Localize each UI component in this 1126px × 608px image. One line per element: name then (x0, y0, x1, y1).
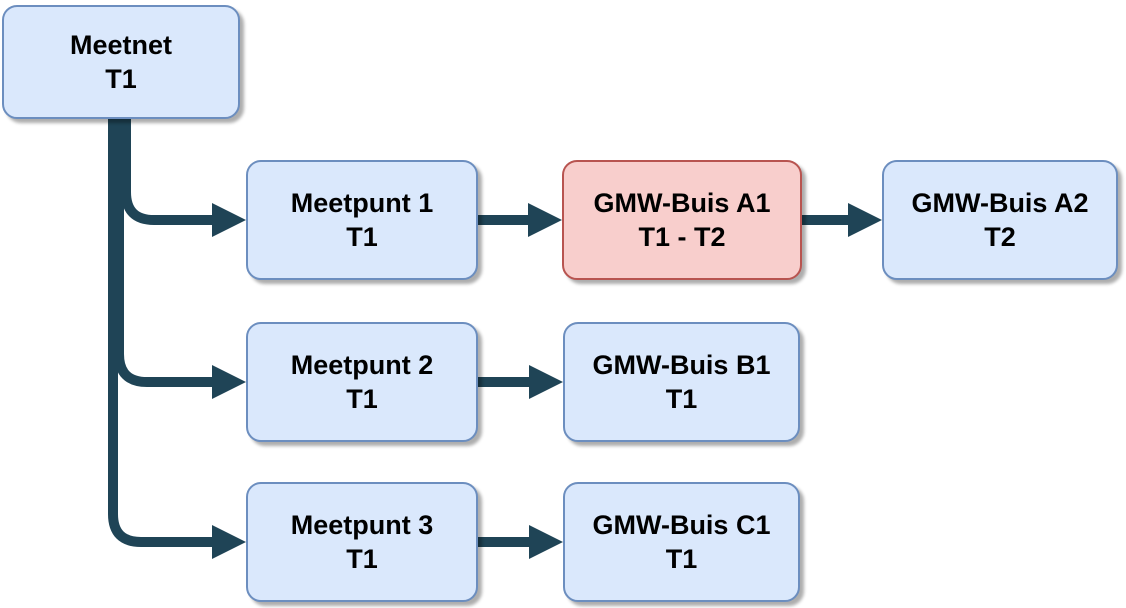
node-sublabel: T1 (105, 64, 137, 94)
node-label: Meetpunt 2 (290, 350, 434, 380)
node-meetnet: Meetnet T1 (2, 5, 240, 119)
arrowhead-gmw-buis-b1 (529, 365, 563, 399)
arrowhead-gmw-buis-a1 (528, 203, 562, 237)
edge-meetnet-meetpunt-1 (121, 117, 214, 225)
node-sublabel: T1 (665, 384, 698, 414)
node-label: GMW-Buis C1 (592, 510, 771, 540)
node-meetpunt-2: Meetpunt 2 T1 (246, 322, 478, 442)
node-label: GMW-Buis A1 (593, 188, 771, 218)
node-gmw-buis-b1: GMW-Buis B1 T1 (563, 322, 800, 442)
node-meetpunt-3: Meetpunt 3 T1 (246, 482, 478, 602)
arrowhead-gmw-buis-a2 (848, 203, 882, 237)
node-label: Meetpunt 1 (290, 188, 434, 218)
edge-meetnet-meetpunt-2 (114, 117, 214, 387)
node-label: Meetpunt 3 (290, 510, 434, 540)
arrowhead-meetpunt-1 (212, 203, 246, 237)
node-label: GMW-Buis B1 (592, 350, 771, 380)
node-sublabel: T1 (346, 222, 378, 252)
node-sublabel: T1 (346, 544, 378, 574)
node-meetpunt-1: Meetpunt 1 T1 (246, 160, 478, 280)
node-label: GMW-Buis A2 (911, 188, 1089, 218)
node-sublabel: T1 (346, 384, 378, 414)
node-label: Meetnet (69, 30, 172, 60)
node-gmw-buis-a2: GMW-Buis A2 T2 (882, 160, 1118, 280)
arrowhead-gmw-buis-c1 (529, 525, 563, 559)
node-sublabel: T2 (984, 222, 1016, 252)
edge-meetnet-meetpunt-3 (108, 117, 214, 547)
arrowhead-meetpunt-2 (212, 365, 246, 399)
node-gmw-buis-c1: GMW-Buis C1 T1 (563, 482, 800, 602)
node-sublabel: T1 (665, 544, 698, 574)
arrowhead-meetpunt-3 (212, 525, 246, 559)
node-sublabel: T1 - T2 (638, 222, 726, 252)
node-gmw-buis-a1: GMW-Buis A1 T1 - T2 (562, 160, 802, 280)
